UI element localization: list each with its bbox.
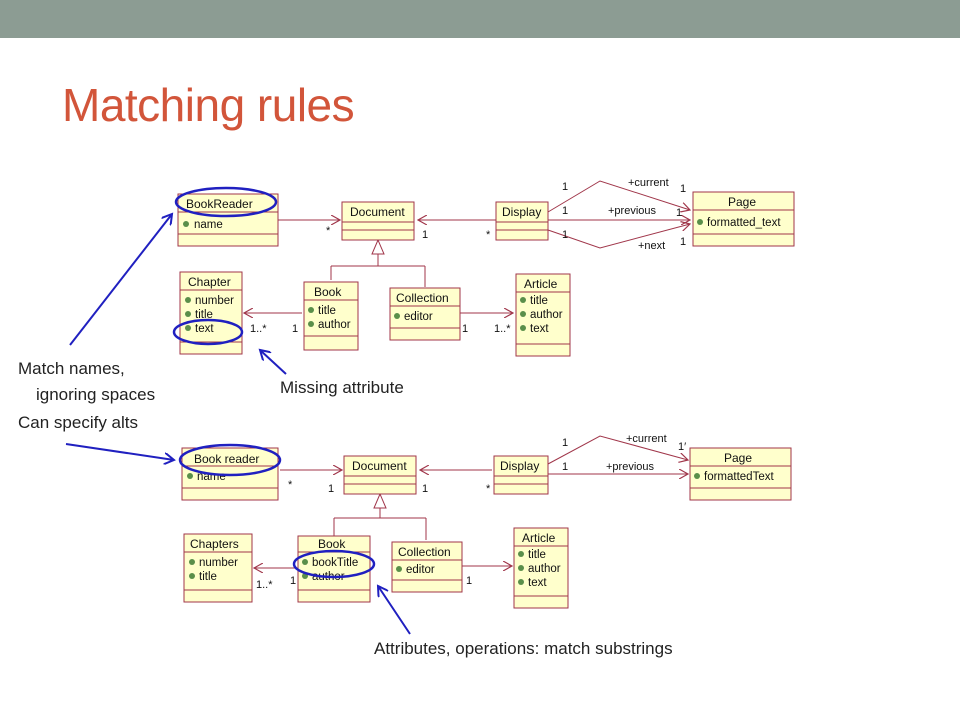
- mult-label: 1: [676, 207, 682, 219]
- attribute: title: [528, 549, 546, 561]
- class-name: Article: [522, 531, 556, 545]
- class-article: Article title author text: [513, 527, 569, 609]
- mult-label: 1: [562, 437, 568, 449]
- attribute: text: [530, 323, 549, 335]
- class-name: Book: [314, 285, 342, 299]
- highlight-ellipse: [172, 318, 244, 346]
- highlight-ellipse: [292, 549, 376, 579]
- attribute: formattedText: [704, 471, 774, 483]
- class-name: Chapter: [188, 275, 231, 289]
- note-match-names: Match names,: [18, 359, 125, 378]
- mult-label: 1..*: [494, 323, 511, 335]
- class-name: Article: [524, 277, 558, 291]
- attribute: name: [194, 219, 223, 231]
- class-document: Document: [341, 201, 415, 241]
- mult-label: *: [486, 229, 491, 241]
- class-chapters: Chapters number title: [183, 533, 253, 603]
- attribute: editor: [406, 564, 435, 576]
- class-book: Book bookTitle author: [297, 535, 371, 603]
- mult-label: 1..*: [256, 579, 273, 591]
- note-match-substrings: Attributes, operations: match substrings: [374, 639, 673, 658]
- role-label: +previous: [606, 461, 655, 473]
- mult-label: 1: [680, 236, 686, 248]
- note-ignoring-spaces: ignoring spaces: [36, 385, 156, 404]
- callout-arrow: [69, 214, 172, 346]
- class-collection: Collection editor: [391, 541, 463, 593]
- role-label: +current: [626, 433, 667, 445]
- mult-label: 1′: [678, 441, 686, 453]
- attribute: title: [530, 295, 548, 307]
- class-name: Collection: [398, 545, 451, 559]
- class-name: Document: [350, 205, 405, 219]
- mult-label: 1: [290, 575, 296, 587]
- class-page: Page formattedText: [689, 447, 792, 501]
- mult-label: 1: [422, 229, 428, 241]
- callout-arrow: [65, 443, 174, 460]
- mult-label: 1: [562, 205, 568, 217]
- class-article: Article title author text: [515, 273, 571, 357]
- class-name: Book: [318, 537, 346, 551]
- class-book: Book title author: [303, 281, 359, 351]
- attribute: author: [528, 563, 561, 575]
- class-page: Page formatted_text: [692, 191, 795, 247]
- role-label: +current: [628, 177, 669, 189]
- mult-label: 1: [328, 483, 334, 495]
- note-missing-attribute: Missing attribute: [280, 378, 404, 397]
- class-bookreader: BookReader name: [177, 193, 279, 247]
- attribute: author: [318, 319, 351, 331]
- diagram-top: * * 1 * 1 1 1 1 1 1 +current +previous +…: [172, 177, 795, 357]
- highlight-ellipse: [178, 443, 282, 477]
- attribute: text: [528, 577, 547, 589]
- top-bar: [0, 0, 960, 38]
- callout-arrow: [378, 586, 411, 635]
- mult-label: *: [326, 225, 331, 237]
- mult-label: 1: [562, 229, 568, 241]
- role-label: +next: [638, 240, 665, 252]
- class-name: Document: [352, 459, 407, 473]
- mult-label: 1: [680, 183, 686, 195]
- mult-label: 1: [292, 323, 298, 335]
- mult-label: *: [288, 479, 293, 491]
- mult-label: *: [486, 483, 491, 495]
- class-name: Chapters: [190, 537, 239, 551]
- highlight-ellipse: [174, 186, 278, 218]
- attribute: author: [530, 309, 563, 321]
- callout-arrows: [65, 214, 411, 635]
- mult-label: 1: [462, 323, 468, 335]
- class-display: Display: [495, 201, 549, 241]
- attribute: title: [318, 305, 336, 317]
- class-name: Display: [502, 205, 541, 219]
- mult-label: 1: [562, 461, 568, 473]
- mult-label: 1: [562, 181, 568, 193]
- attribute: number: [199, 557, 238, 569]
- role-label: +previous: [608, 205, 657, 217]
- class-name: Book reader: [194, 452, 259, 466]
- attribute: title: [199, 571, 217, 583]
- class-display: Display: [493, 455, 549, 495]
- slide-title: Matching rules: [62, 79, 355, 131]
- class-name: Page: [724, 451, 752, 465]
- class-document: Document: [343, 455, 417, 495]
- attribute: bookTitle: [312, 557, 358, 569]
- class-name: Collection: [396, 291, 449, 305]
- class-name: Page: [728, 195, 756, 209]
- class-name: BookReader: [186, 197, 253, 211]
- mult-label: 1: [466, 575, 472, 587]
- attribute: text: [195, 323, 214, 335]
- mult-label: 1: [422, 483, 428, 495]
- attribute: number: [195, 295, 234, 307]
- mult-label: 1..*: [250, 323, 267, 335]
- class-collection: Collection editor: [389, 287, 461, 341]
- attribute: formatted_text: [707, 217, 781, 229]
- attribute: title: [195, 309, 213, 321]
- diagram-bottom: * 1 1 * 1 1 1′ +current +previous 1..* 1…: [178, 433, 792, 609]
- attribute: editor: [404, 311, 433, 323]
- note-specify-alts: Can specify alts: [18, 413, 138, 432]
- callout-arrow: [260, 350, 287, 375]
- class-name: Display: [500, 459, 539, 473]
